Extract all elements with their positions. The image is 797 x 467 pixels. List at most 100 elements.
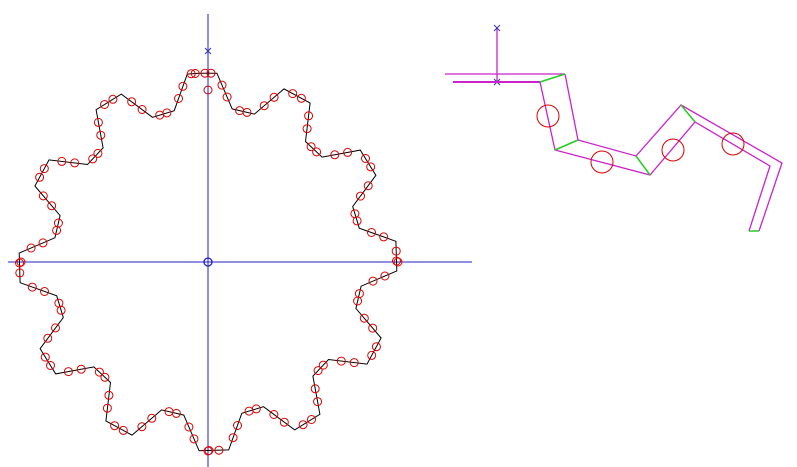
profile-point-marker[interactable]: [38, 191, 48, 201]
toolpath-link-segment: [680, 104, 696, 123]
profile-point-marker[interactable]: [392, 256, 401, 266]
profile-point-marker[interactable]: [302, 124, 312, 134]
profile-point-marker[interactable]: [298, 420, 308, 430]
profile-point-marker[interactable]: [96, 130, 106, 140]
profile-point-marker[interactable]: [27, 282, 37, 292]
profile-point-marker[interactable]: [70, 158, 80, 168]
profile-point-marker[interactable]: [174, 94, 183, 103]
origin-marker-icon[interactable]: [203, 257, 213, 267]
toolpath-link-segment: [539, 73, 566, 83]
profile-point-marker[interactable]: [371, 342, 381, 352]
profile-point-marker[interactable]: [217, 80, 227, 90]
profile-point-marker[interactable]: [312, 147, 322, 157]
profile-point-marker[interactable]: [40, 287, 49, 296]
axis-intersection-marker[interactable]: [16, 257, 26, 267]
profile-point-marker[interactable]: [306, 142, 316, 152]
profile-point-marker[interactable]: [162, 108, 172, 118]
profile-point-marker[interactable]: [57, 156, 67, 166]
profile-point-marker[interactable]: [269, 410, 279, 419]
profile-point-marker[interactable]: [118, 425, 128, 435]
axis-intersection-marker[interactable]: [203, 446, 213, 456]
profile-point-marker[interactable]: [304, 111, 314, 121]
profile-point-marker[interactable]: [391, 246, 401, 256]
profile-point-marker[interactable]: [39, 164, 49, 174]
profile-point-marker[interactable]: [186, 69, 196, 79]
profile-point-marker[interactable]: [137, 422, 147, 432]
profile-point-marker[interactable]: [200, 68, 210, 78]
profile-point-marker[interactable]: [15, 258, 24, 268]
profile-point-marker[interactable]: [296, 93, 306, 103]
profile-point-marker[interactable]: [100, 372, 110, 382]
profile-point-marker[interactable]: [233, 421, 242, 430]
profile-point-marker[interactable]: [222, 92, 232, 102]
profile-point-marker[interactable]: [367, 350, 377, 360]
profile-point-marker[interactable]: [269, 92, 279, 102]
profile-point-marker[interactable]: [228, 433, 238, 443]
profile-point-marker[interactable]: [356, 191, 365, 201]
profile-point-marker[interactable]: [336, 356, 346, 366]
profile-point-marker[interactable]: [367, 228, 376, 237]
profile-point-marker[interactable]: [313, 366, 323, 376]
profile-point-marker[interactable]: [127, 97, 137, 107]
profile-point-marker[interactable]: [363, 181, 373, 191]
profile-point-marker[interactable]: [43, 333, 53, 343]
profile-point-marker[interactable]: [330, 150, 340, 160]
profile-point-marker[interactable]: [15, 268, 25, 278]
profile-point-marker[interactable]: [46, 361, 55, 370]
toolpath-outer-contour: [564, 73, 783, 232]
profile-point-marker[interactable]: [108, 94, 118, 104]
profile-point-marker[interactable]: [38, 238, 48, 248]
profile-point-marker[interactable]: [63, 367, 73, 377]
profile-point-marker[interactable]: [93, 148, 103, 158]
gear-outline: [18, 72, 398, 452]
profile-point-marker[interactable]: [110, 421, 120, 431]
axis-intersection-marker[interactable]: [203, 85, 213, 95]
profile-point-marker[interactable]: [102, 403, 112, 413]
profile-point-marker[interactable]: [94, 367, 104, 377]
profile-point-marker[interactable]: [189, 434, 199, 444]
profile-point-marker[interactable]: [184, 422, 194, 432]
profile-point-marker[interactable]: [313, 397, 323, 407]
profile-point-marker[interactable]: [51, 323, 60, 333]
profile-point-marker[interactable]: [26, 243, 36, 253]
profile-point-marker[interactable]: [88, 154, 98, 164]
profile-point-marker[interactable]: [359, 313, 369, 323]
profile-point-marker[interactable]: [244, 406, 254, 416]
profile-point-marker[interactable]: [361, 154, 370, 163]
axis-intersection-marker[interactable]: [393, 257, 403, 267]
profile-point-marker[interactable]: [259, 101, 269, 111]
profile-point-marker[interactable]: [368, 323, 378, 333]
profile-point-marker[interactable]: [178, 81, 188, 91]
profile-point-marker[interactable]: [214, 445, 224, 455]
profile-point-marker[interactable]: [352, 216, 362, 226]
profile-point-marker[interactable]: [93, 117, 103, 127]
profile-point-marker[interactable]: [100, 100, 109, 109]
profile-point-marker[interactable]: [47, 201, 57, 211]
toolpath-view: [445, 24, 783, 232]
profile-point-marker[interactable]: [380, 271, 390, 281]
profile-point-marker[interactable]: [53, 218, 63, 228]
profile-point-marker[interactable]: [242, 107, 252, 117]
profile-point-marker[interactable]: [104, 390, 114, 400]
profile-point-marker[interactable]: [307, 415, 316, 424]
profile-point-marker[interactable]: [366, 162, 376, 172]
profile-point-marker[interactable]: [353, 296, 363, 306]
profile-point-marker[interactable]: [137, 105, 147, 114]
profile-point-marker[interactable]: [206, 68, 216, 78]
profile-point-marker[interactable]: [35, 172, 45, 182]
profile-point-marker[interactable]: [147, 413, 157, 423]
profile-point-marker[interactable]: [54, 298, 64, 308]
profile-point-marker[interactable]: [288, 89, 298, 99]
profile-point-marker[interactable]: [343, 147, 353, 157]
profile-point-marker[interactable]: [40, 352, 50, 362]
profile-point-marker[interactable]: [368, 276, 378, 286]
profile-point-marker[interactable]: [349, 358, 359, 368]
profile-point-marker[interactable]: [164, 407, 174, 417]
profile-point-marker[interactable]: [279, 417, 289, 427]
profile-point-marker[interactable]: [76, 364, 86, 374]
profile-point-marker[interactable]: [190, 69, 200, 78]
profile-point-marker[interactable]: [318, 360, 328, 370]
profile-point-marker[interactable]: [379, 232, 389, 242]
profile-point-marker[interactable]: [310, 384, 320, 394]
